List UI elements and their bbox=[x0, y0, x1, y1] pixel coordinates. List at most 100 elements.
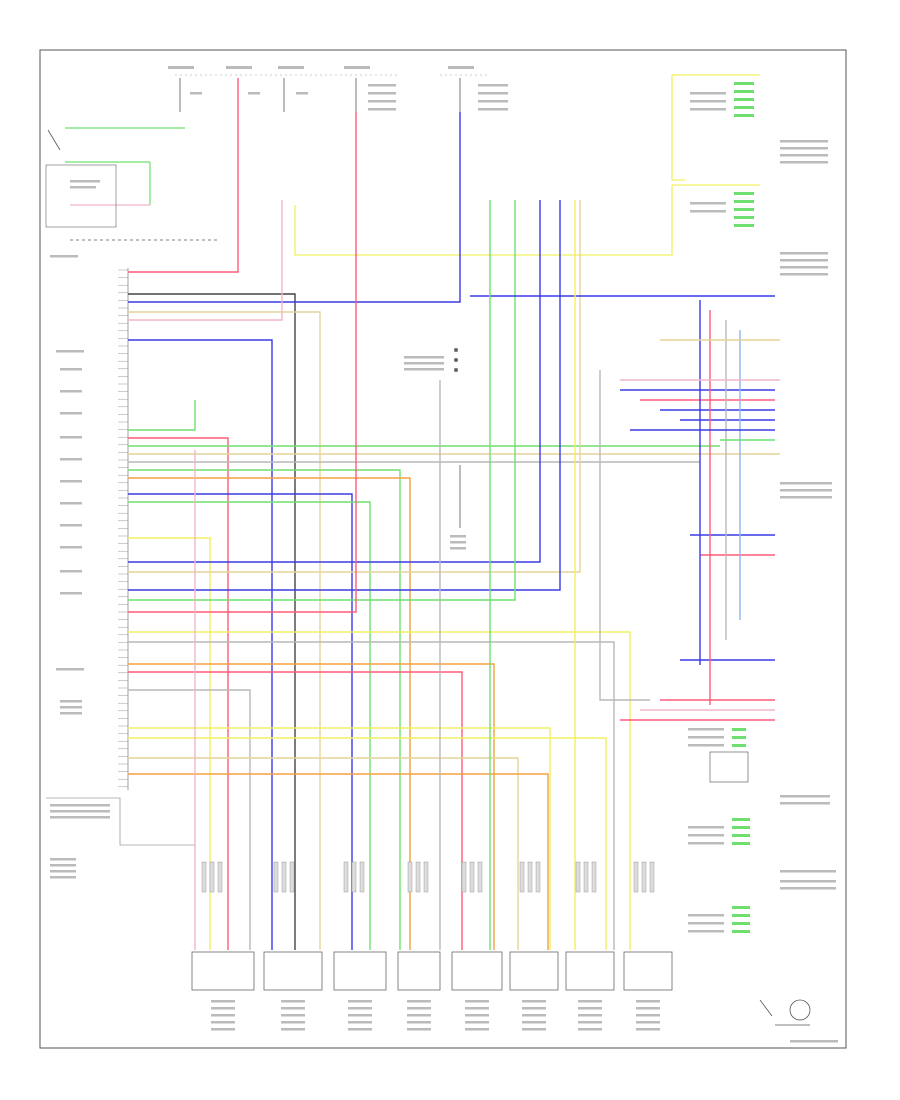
sensor-label-line bbox=[407, 1021, 431, 1024]
sensor-box bbox=[333, 951, 387, 991]
sensor-box bbox=[623, 951, 673, 991]
wire-yellow bbox=[128, 737, 607, 950]
sensor-box bbox=[451, 951, 503, 991]
sensor-label-line bbox=[348, 1000, 372, 1003]
sensor-label-line bbox=[211, 1028, 235, 1031]
connector-pin bbox=[461, 861, 467, 893]
sensor-label-line bbox=[465, 1014, 489, 1017]
wire-tan bbox=[128, 757, 519, 950]
connector-pin bbox=[591, 861, 597, 893]
sensor-label-line bbox=[522, 1000, 546, 1003]
sensor-label-line bbox=[348, 1014, 372, 1017]
wire-blue bbox=[128, 493, 353, 950]
sensor-label-line bbox=[211, 1021, 235, 1024]
wire-green bbox=[128, 400, 196, 431]
sensor-label-line bbox=[636, 1000, 660, 1003]
sensor-label-line bbox=[465, 1028, 489, 1031]
sensor-label-line bbox=[407, 1014, 431, 1017]
connector-pin bbox=[641, 861, 647, 893]
sensor-label-line bbox=[522, 1014, 546, 1017]
connector-pin bbox=[469, 861, 475, 893]
wire-dark bbox=[128, 293, 296, 950]
connector-pin bbox=[583, 861, 589, 893]
connector-pin bbox=[343, 861, 349, 893]
sensor-label-line bbox=[281, 1007, 305, 1010]
connector-pin bbox=[351, 861, 357, 893]
wire-red bbox=[128, 437, 229, 950]
connector-pin bbox=[359, 861, 365, 893]
diagram-frame bbox=[39, 49, 847, 1049]
wire-orange bbox=[128, 477, 411, 950]
wire-yellow bbox=[128, 727, 551, 950]
connector-pin bbox=[633, 861, 639, 893]
wire-gray bbox=[128, 641, 615, 950]
wire-tan bbox=[128, 311, 321, 950]
sensor-label-line bbox=[407, 1028, 431, 1031]
connector-pin bbox=[201, 861, 207, 893]
sensor-row bbox=[191, 861, 673, 1031]
wire-blue bbox=[128, 200, 561, 591]
upper-left-switch-area bbox=[45, 127, 220, 258]
wire-orange bbox=[128, 773, 549, 950]
connector-pin bbox=[423, 861, 429, 893]
sensor-label-line bbox=[578, 1014, 602, 1017]
connector-pin bbox=[477, 861, 483, 893]
connector-pin bbox=[415, 861, 421, 893]
wire-yellow bbox=[128, 631, 631, 950]
sensor-label-line bbox=[465, 1007, 489, 1010]
sensor-box bbox=[397, 951, 441, 991]
sensor-label-line bbox=[578, 1028, 602, 1031]
wire-blue bbox=[128, 200, 541, 563]
wire-green bbox=[128, 501, 371, 950]
connector-pin bbox=[217, 861, 223, 893]
sensor-box bbox=[565, 951, 615, 991]
wire-blue bbox=[128, 339, 273, 950]
wire-red bbox=[128, 112, 357, 613]
wire-yellow bbox=[128, 537, 211, 950]
sensor-label-line bbox=[636, 1028, 660, 1031]
sensor-label-line bbox=[281, 1021, 305, 1024]
wire-red bbox=[128, 671, 463, 950]
wire-red bbox=[128, 78, 239, 273]
sensor-box bbox=[509, 951, 559, 991]
wire-orange bbox=[128, 663, 495, 950]
sensor-label-line bbox=[522, 1007, 546, 1010]
connector-pin bbox=[535, 861, 541, 893]
sensor-label-line bbox=[281, 1000, 305, 1003]
connector-pin bbox=[407, 861, 413, 893]
sensor-label-line bbox=[281, 1014, 305, 1017]
wire-green bbox=[128, 469, 401, 950]
sensor-label-line bbox=[578, 1021, 602, 1024]
sensor-label-line bbox=[348, 1028, 372, 1031]
sensor-label-line bbox=[211, 1000, 235, 1003]
sensor-box bbox=[263, 951, 323, 991]
wire-tan bbox=[128, 200, 581, 573]
connector-box bbox=[709, 751, 749, 783]
sensor-label-line bbox=[465, 1000, 489, 1003]
sensor-label-line bbox=[281, 1028, 305, 1031]
connector-pin bbox=[289, 861, 295, 893]
sensor-label-line bbox=[348, 1007, 372, 1010]
sensor-box bbox=[191, 951, 255, 991]
wire-pink bbox=[128, 200, 283, 321]
fuse-block-top bbox=[168, 66, 508, 112]
sensor-label-line bbox=[465, 1021, 489, 1024]
main-module-connector bbox=[46, 268, 195, 879]
sensor-label-line bbox=[211, 1007, 235, 1010]
sensor-label-line bbox=[348, 1021, 372, 1024]
connector-pin bbox=[209, 861, 215, 893]
connector-pin bbox=[519, 861, 525, 893]
wire-gray bbox=[599, 370, 650, 701]
sensor-label-line bbox=[407, 1007, 431, 1010]
sensor-label-line bbox=[522, 1021, 546, 1024]
connector-pin bbox=[527, 861, 533, 893]
sensor-label-line bbox=[578, 1000, 602, 1003]
wire-green bbox=[128, 200, 516, 601]
sensor-label-line bbox=[578, 1007, 602, 1010]
connector-pin bbox=[649, 861, 655, 893]
sensor-label-line bbox=[211, 1014, 235, 1017]
right-connector-block bbox=[688, 482, 838, 1043]
connector-pin bbox=[575, 861, 581, 893]
sensor-label-line bbox=[636, 1021, 660, 1024]
